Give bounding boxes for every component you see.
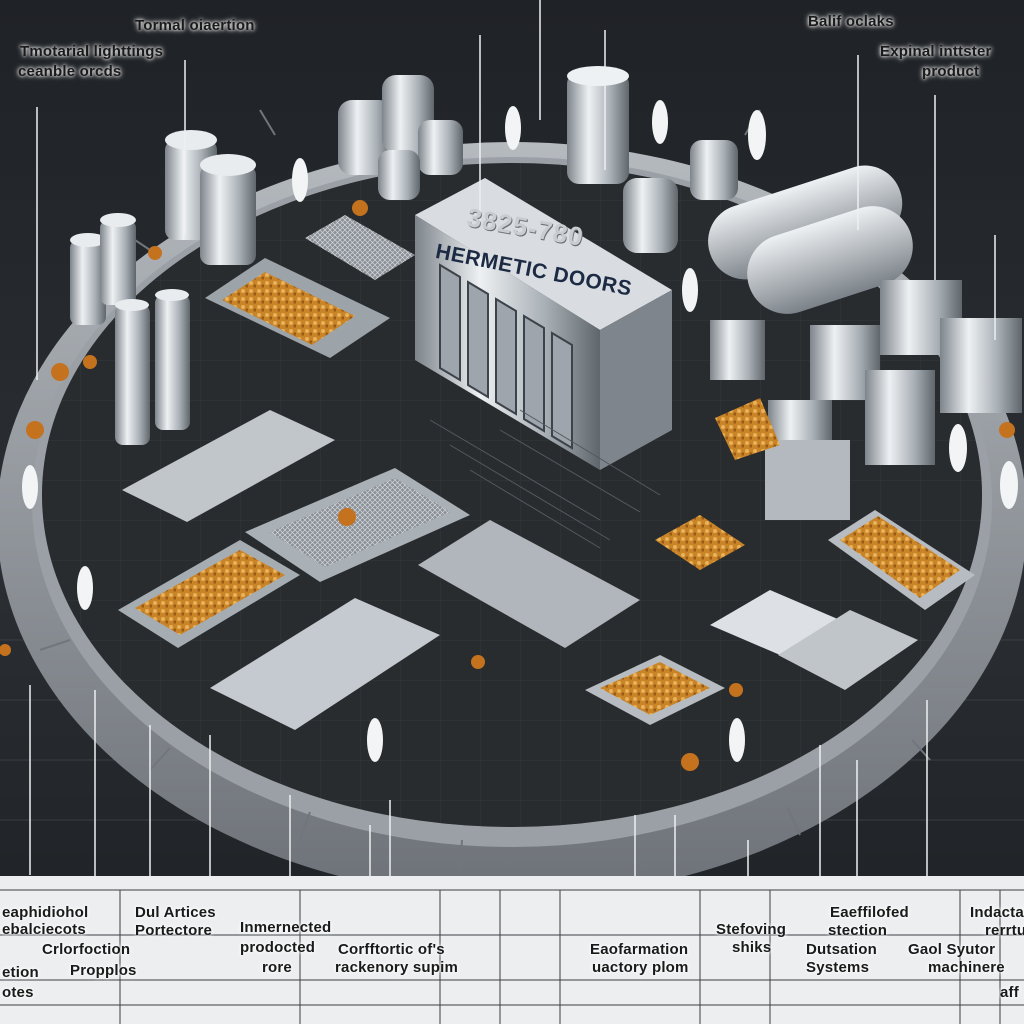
label-bottom-10b: stection (828, 922, 888, 939)
label-top-right-2: Expinal inttster (880, 43, 992, 60)
label-bottom-3: etion (2, 964, 39, 981)
label-bottom-9a: Stefoving (716, 921, 787, 938)
label-bottom-2b: Propplos (70, 962, 137, 979)
label-bottom-11b: Systems (806, 959, 870, 976)
label-bottom-9b: shiks (732, 939, 772, 956)
label-bottom-14: aff (1000, 984, 1019, 1001)
label-bottom-5b: Portectore (135, 922, 213, 939)
label-top-right-3: product (922, 63, 980, 80)
label-bottom-7b: rackenory supim (335, 959, 459, 976)
label-bottom-11a: Dutsation (806, 941, 877, 958)
label-bottom-13a: Gaol Syutor (908, 941, 996, 958)
food-trays (118, 215, 975, 730)
label-bottom-5a: Dul Artices (135, 904, 216, 921)
legend-strip (0, 876, 1024, 1024)
left-storage-tanks (70, 130, 256, 445)
workers (22, 100, 1018, 762)
top-kettles (338, 66, 738, 253)
label-bottom-4: otes (2, 984, 34, 1001)
label-top-left-1: Tmotarial lighttings (20, 43, 164, 60)
label-bottom-6c: rore (262, 959, 292, 976)
horizontal-cylinders (708, 165, 913, 314)
label-bottom-12a: Indactal (970, 904, 1024, 921)
label-top-left-2: ceanble orcds (18, 63, 122, 80)
label-bottom-7a: Corfftortic of's (338, 941, 445, 958)
label-top-right-1: Balif oclaks (808, 13, 894, 30)
label-bottom-8a: Eaofarmation (590, 941, 689, 958)
label-bottom-6a: Inmernected (240, 919, 332, 936)
building-floor-tiles (429, 409, 661, 549)
label-bottom-13b: machinere (928, 959, 1005, 976)
legend-grid (0, 889, 1024, 1024)
label-bottom-6b: prodocted (240, 939, 316, 956)
right-machines (710, 280, 1022, 520)
gingerbread-pieces (0, 200, 1015, 771)
label-top-center: Tormal oiaertion (135, 17, 255, 34)
label-bottom-2a: Crlorfoction (42, 941, 131, 958)
label-bottom-12b: rerrtue (985, 922, 1024, 939)
label-bottom-10a: Eaeffilofed (830, 904, 909, 921)
label-bottom-1b: ebalciecots (2, 921, 86, 938)
label-bottom-1a: eaphidiohol (2, 904, 89, 921)
label-bottom-8b: uactory plom (592, 959, 689, 976)
